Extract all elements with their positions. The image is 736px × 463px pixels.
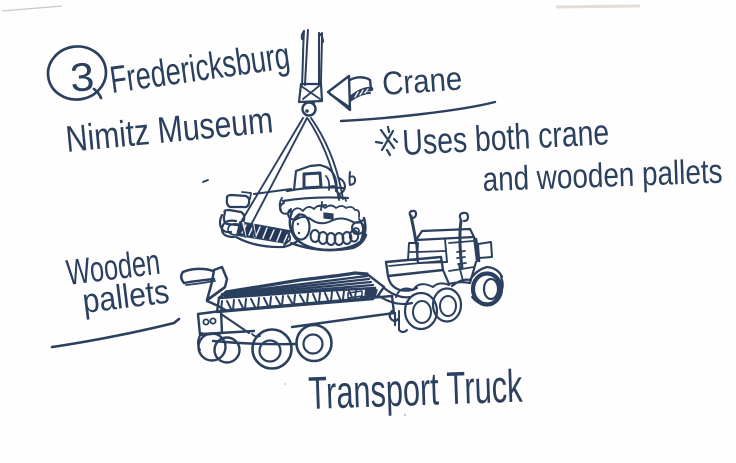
- svg-text:and wooden pallets: and wooden pallets: [482, 153, 723, 199]
- svg-text:Transport Truck: Transport Truck: [308, 360, 524, 419]
- svg-text:3: 3: [69, 55, 96, 101]
- svg-text:Crane: Crane: [381, 59, 463, 101]
